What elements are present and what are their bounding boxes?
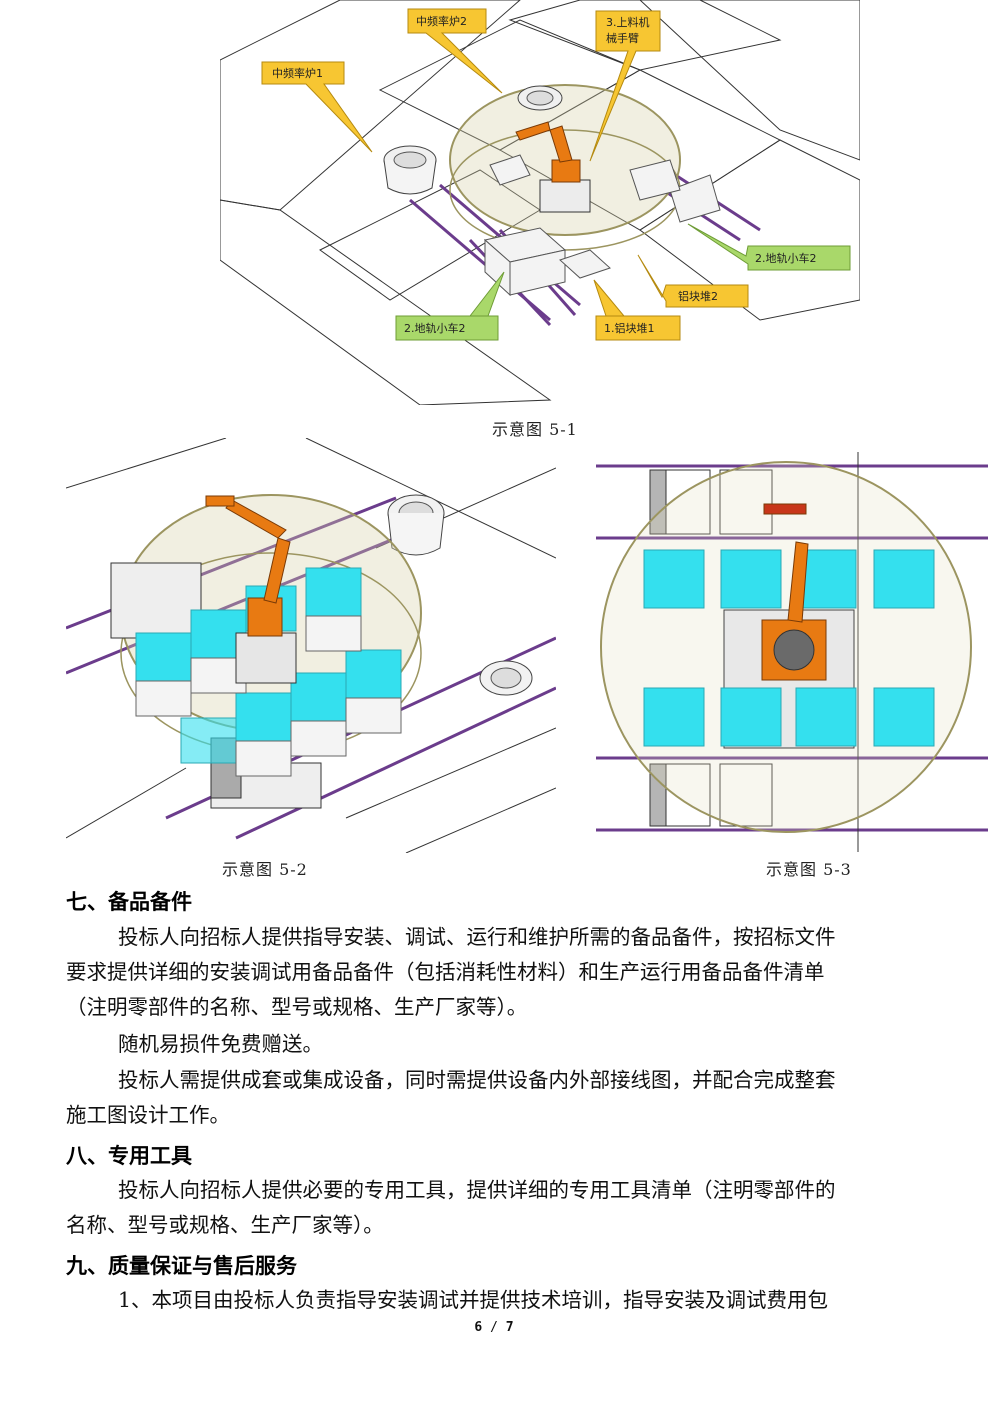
section-heading-quality-service: 九、质量保证与售后服务 [66,1254,297,1278]
callout-furnace-2: 中频率炉2 [416,14,467,28]
figure-5-1-drawing: 中频率炉2 3.上料机 械手臂 中频率炉1 2.地轨小车2 铝块堆2 2.地轨小… [220,0,860,405]
paragraph-line: 要求提供详细的安装调试用备品备件（包括消耗性材料）和生产运行用备品备件清单 [66,960,825,984]
callout-rail-cart-left: 2.地轨小车2 [404,321,466,335]
paragraph-line: 名称、型号或规格、生产厂家等）。 [66,1213,384,1237]
paragraph-line: 随机易损件免费赠送。 [118,1032,323,1056]
page-separator: / [490,1320,498,1335]
figure-5-1: 中频率炉2 3.上料机 械手臂 中频率炉1 2.地轨小车2 铝块堆2 2.地轨小… [220,0,860,405]
callout-furnace-1: 中频率炉1 [272,66,323,80]
figure-5-2 [66,438,556,853]
paragraph-line: 1、本项目由投标人负责指导安装调试并提供技术培训，指导安装及调试费用包 [118,1288,829,1312]
paragraph-line: 投标人向招标人提供指导安装、调试、运行和维护所需的备品备件，按招标文件 [118,925,836,949]
page-number: 6 / 7 [0,1320,988,1335]
callout-loader-arm-line2: 械手臂 [606,31,639,45]
figure-5-3 [596,452,988,852]
paragraph-line: 投标人向招标人提供必要的专用工具，提供详细的专用工具清单（注明零部件的 [118,1178,836,1202]
section-heading-spare-parts: 七、备品备件 [66,890,192,914]
figure-5-3-caption: 示意图 5-3 [766,860,852,879]
callout-block-pile-2: 铝块堆2 [678,289,718,303]
page-total: 7 [505,1320,514,1335]
paragraph-line: （注明零部件的名称、型号或规格、生产厂家等）。 [66,995,528,1019]
paragraph-line: 施工图设计工作。 [66,1103,230,1127]
paragraph-line: 投标人需提供成套或集成设备，同时需提供设备内外部接线图，并配合完成整套 [118,1068,836,1092]
page-current: 6 [474,1320,483,1335]
figure-5-1-caption: 示意图 5-1 [492,420,578,439]
figure-5-2-caption: 示意图 5-2 [222,860,308,879]
callout-rail-cart-right: 2.地轨小车2 [755,251,817,265]
section-heading-special-tools: 八、专用工具 [66,1144,192,1168]
callout-loader-arm-line1: 3.上料机 [606,15,650,29]
callout-block-pile-1: 1.铝块堆1 [604,321,655,335]
figure-5-3-drawing [596,452,988,852]
figure-5-2-drawing [66,438,556,853]
